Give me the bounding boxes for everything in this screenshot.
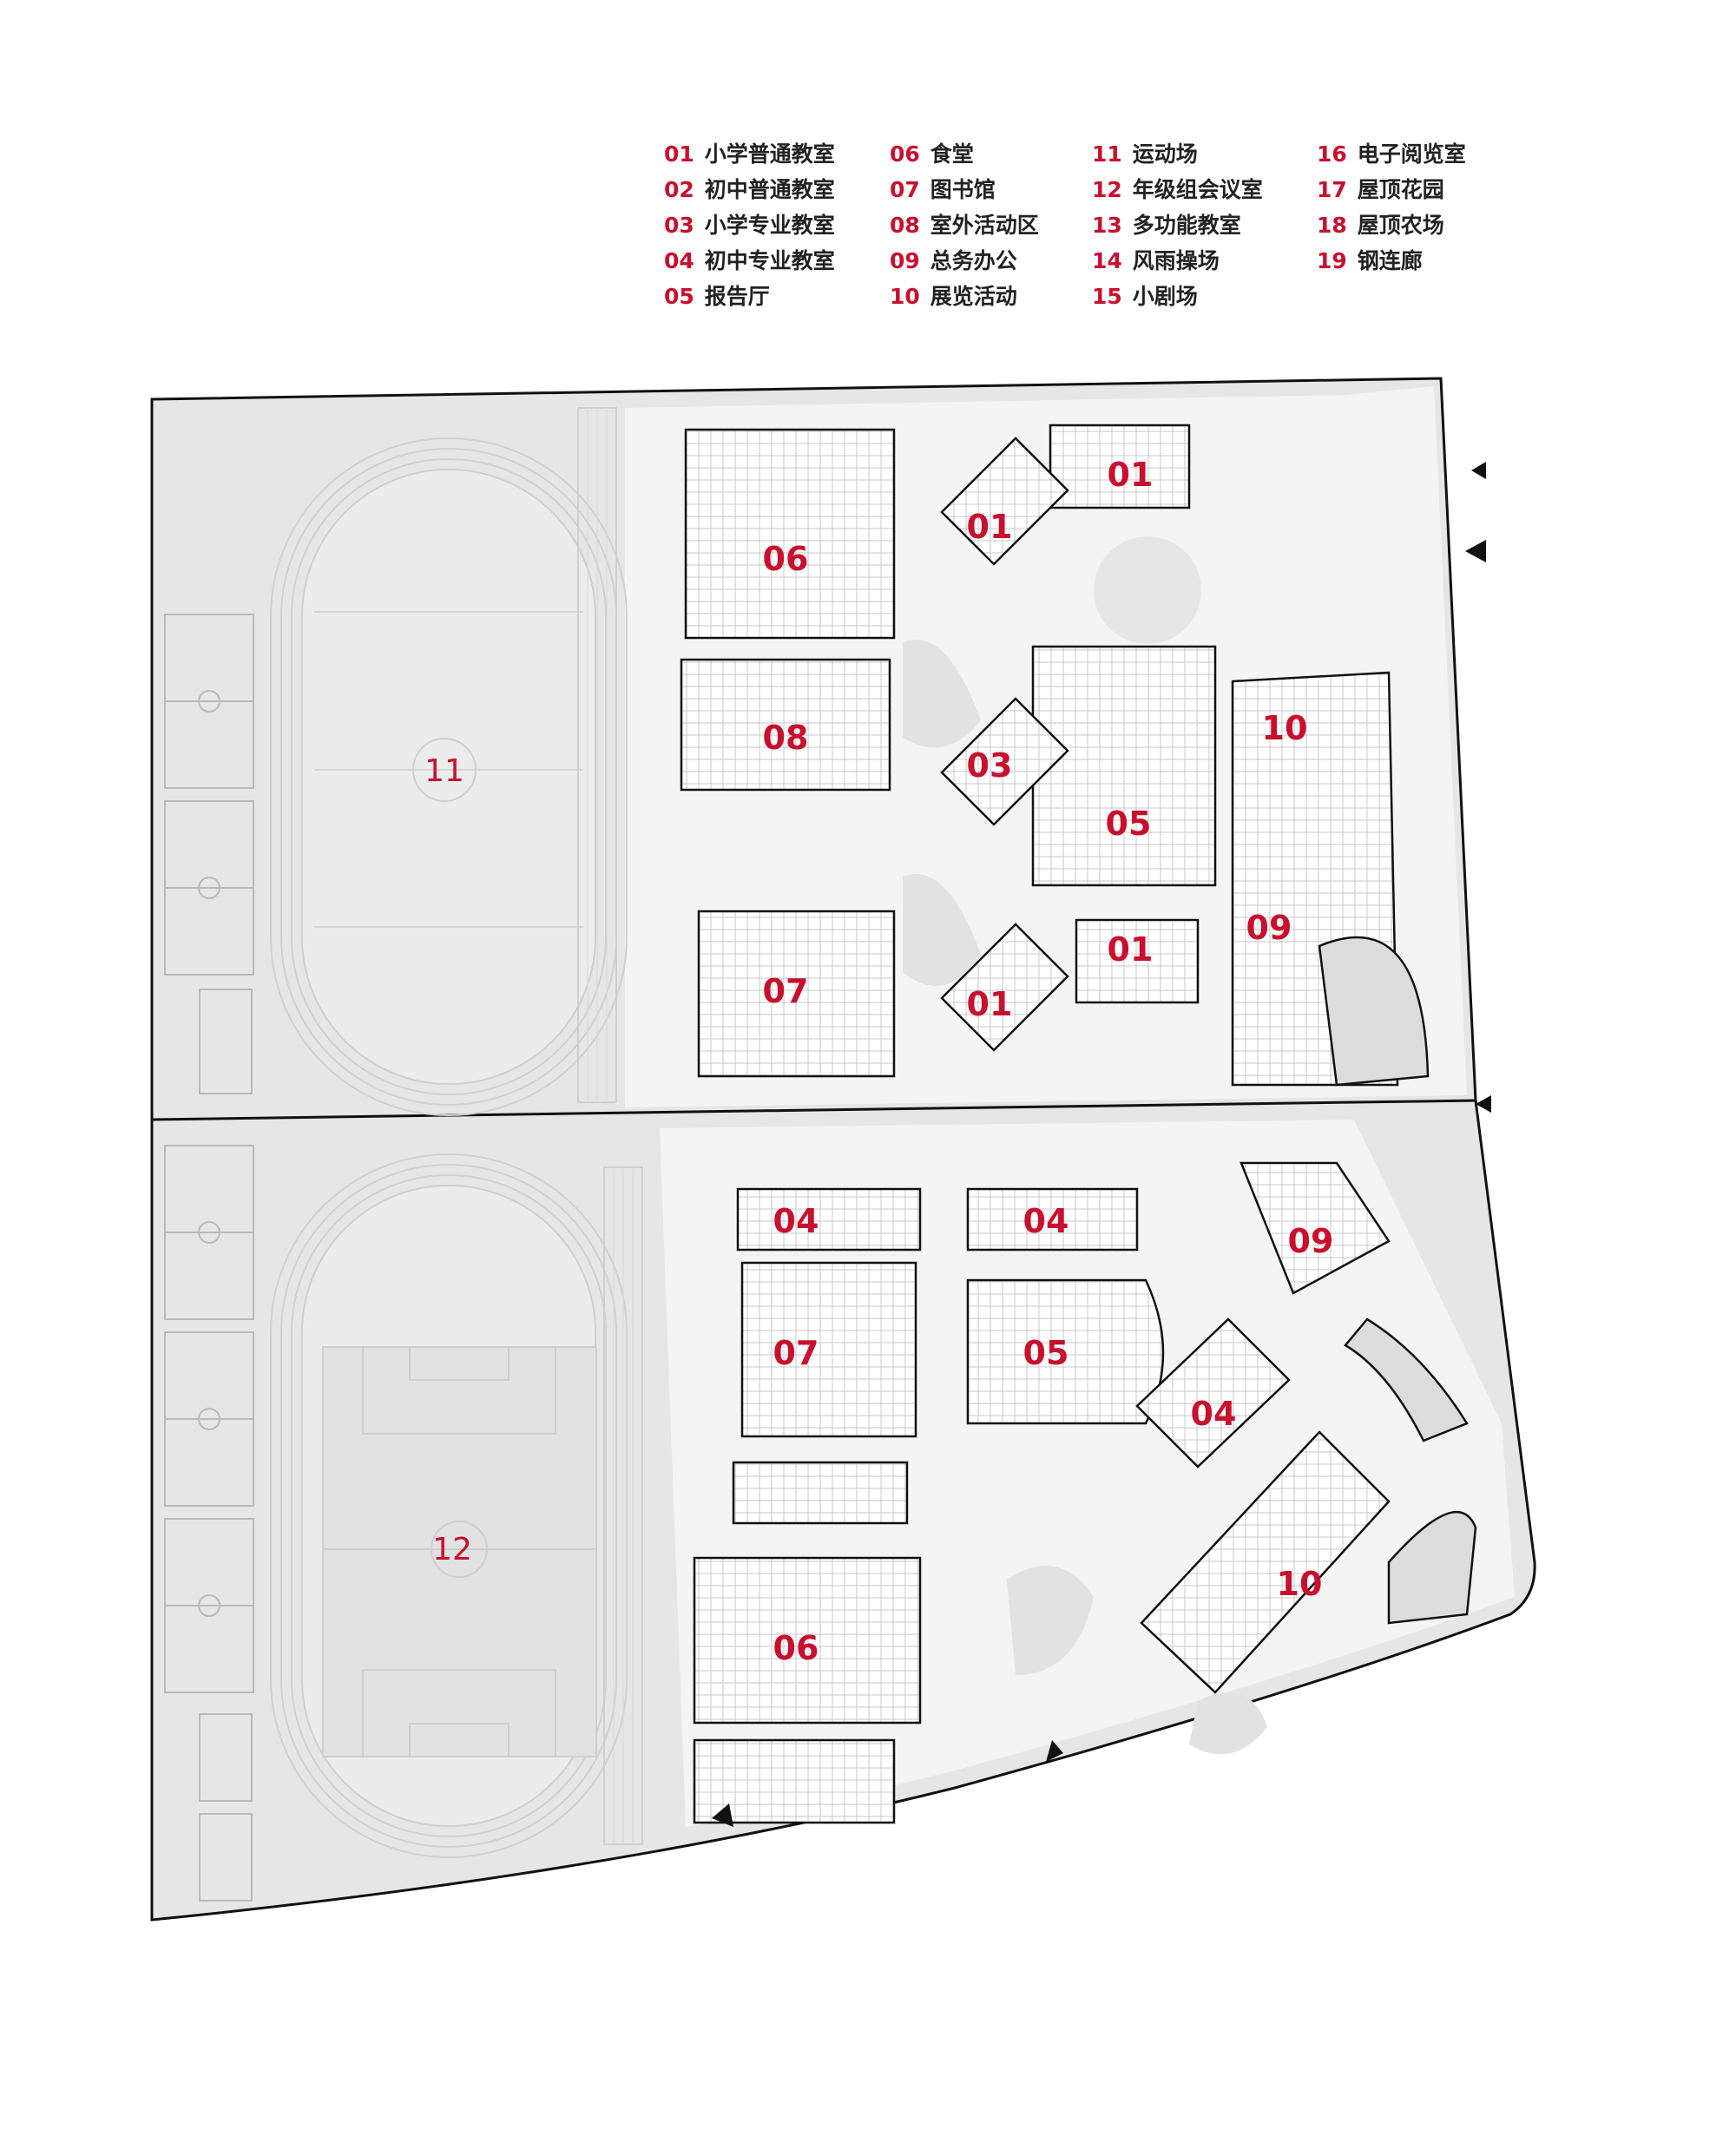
room-label: 04 [1191, 1395, 1237, 1433]
sports-field-upper [270, 407, 628, 1116]
room-label: 07 [763, 972, 809, 1010]
room-label: 05 [1023, 1334, 1069, 1372]
upper-buildings [680, 424, 1430, 1087]
room-label: 06 [763, 540, 809, 578]
room-label: 10 [1277, 1565, 1323, 1603]
room-label: 01 [967, 985, 1013, 1023]
room-label: 07 [773, 1334, 819, 1372]
room-label: 03 [967, 746, 1013, 785]
room-label: 06 [773, 1629, 819, 1667]
room-label: 10 [1262, 709, 1308, 747]
room-label: 08 [763, 719, 809, 757]
entrance-markers [712, 462, 1491, 1827]
basketball-courts [164, 614, 254, 1902]
room-label: 09 [1288, 1222, 1334, 1260]
room-label: 09 [1246, 909, 1292, 947]
upper-courtyard-tree [1094, 536, 1201, 644]
lower-buildings [693, 1161, 1477, 1824]
lower-landscape-patch [1189, 1692, 1267, 1755]
field-label-lower: 12 [432, 1532, 472, 1567]
lower-landscape-patch [1007, 1566, 1094, 1675]
upper-landscape-patch [903, 873, 981, 986]
field-label-upper: 11 [424, 753, 464, 789]
sports-field-lower [270, 1153, 643, 1858]
room-label: 01 [1108, 456, 1154, 494]
room-label: 04 [773, 1202, 819, 1240]
room-label: 04 [1023, 1202, 1069, 1240]
room-label: 01 [967, 508, 1013, 546]
room-label: 01 [1108, 930, 1154, 969]
upper-landscape-patch [903, 639, 981, 748]
room-label: 05 [1106, 805, 1152, 843]
campus-divider [151, 1099, 1476, 1121]
